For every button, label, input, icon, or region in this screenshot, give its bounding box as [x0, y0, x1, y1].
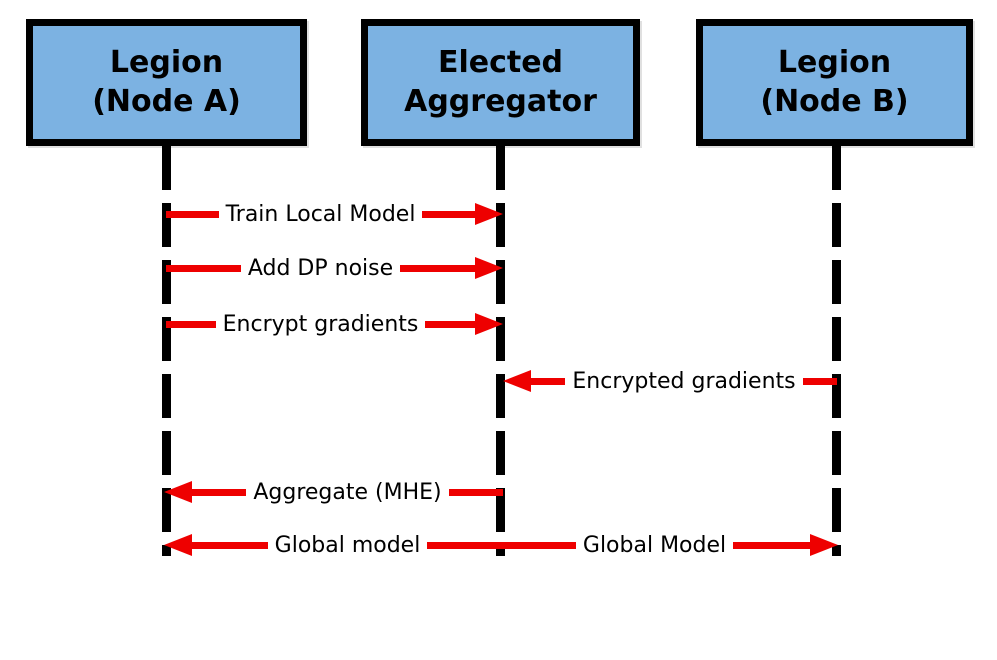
- message-add-dp-noise: Add DP noise: [166, 253, 503, 283]
- arrow-line: [192, 541, 268, 549]
- message-aggregate-mhe: Aggregate (MHE): [164, 477, 503, 507]
- actor-box-node-a: Legion (Node A): [26, 19, 307, 146]
- actor-label-line2: (Node B): [760, 83, 909, 119]
- arrow-line: [733, 541, 811, 549]
- message-global-model-right: Global Model: [499, 530, 839, 560]
- message-label: Encrypt gradients: [222, 311, 419, 337]
- actor-box-aggregator: Elected Aggregator: [361, 19, 640, 146]
- arrowhead-left-icon: [164, 481, 192, 503]
- arrow-line: [166, 264, 241, 272]
- arrowhead-right-icon: [475, 313, 504, 335]
- actor-label-line1: Legion: [109, 45, 224, 81]
- actor-label-line2: (Node A): [92, 83, 241, 119]
- arrow-line: [166, 320, 216, 328]
- lifeline-aggregator: [496, 146, 505, 556]
- message-global-model-left: Global model: [164, 530, 503, 560]
- arrow-line: [427, 541, 503, 549]
- arrow-line: [192, 488, 247, 496]
- arrow-line: [400, 264, 475, 272]
- actor-box-node-b: Legion (Node B): [696, 19, 973, 146]
- arrow-line: [802, 377, 838, 385]
- arrow-line: [448, 488, 503, 496]
- message-label: Encrypted gradients: [572, 368, 796, 394]
- actor-label-line1: Legion: [777, 45, 892, 81]
- arrowhead-right-icon: [475, 203, 504, 225]
- lifeline-node-a: [162, 146, 171, 556]
- lifeline-node-b: [832, 146, 841, 556]
- message-label: Train Local Model: [225, 201, 416, 227]
- message-label: Aggregate (MHE): [253, 479, 442, 505]
- message-label: Global Model: [582, 532, 727, 558]
- message-encrypted-gradients: Encrypted gradients: [503, 366, 838, 396]
- arrowhead-right-icon: [810, 534, 839, 556]
- message-label: Add DP noise: [247, 255, 394, 281]
- actor-label-line2: Aggregator: [404, 83, 597, 119]
- arrow-line: [531, 377, 566, 385]
- arrowhead-left-icon: [164, 534, 192, 556]
- message-label: Global model: [274, 532, 421, 558]
- arrow-line: [166, 210, 219, 218]
- message-encrypt-gradients: Encrypt gradients: [166, 309, 504, 339]
- actor-label-line1: Elected: [437, 45, 564, 81]
- arrowhead-left-icon: [503, 370, 531, 392]
- arrow-line: [499, 541, 576, 549]
- arrow-line: [425, 320, 476, 328]
- message-train-local-model: Train Local Model: [166, 199, 504, 229]
- arrow-line: [422, 210, 476, 218]
- arrowhead-right-icon: [475, 257, 503, 279]
